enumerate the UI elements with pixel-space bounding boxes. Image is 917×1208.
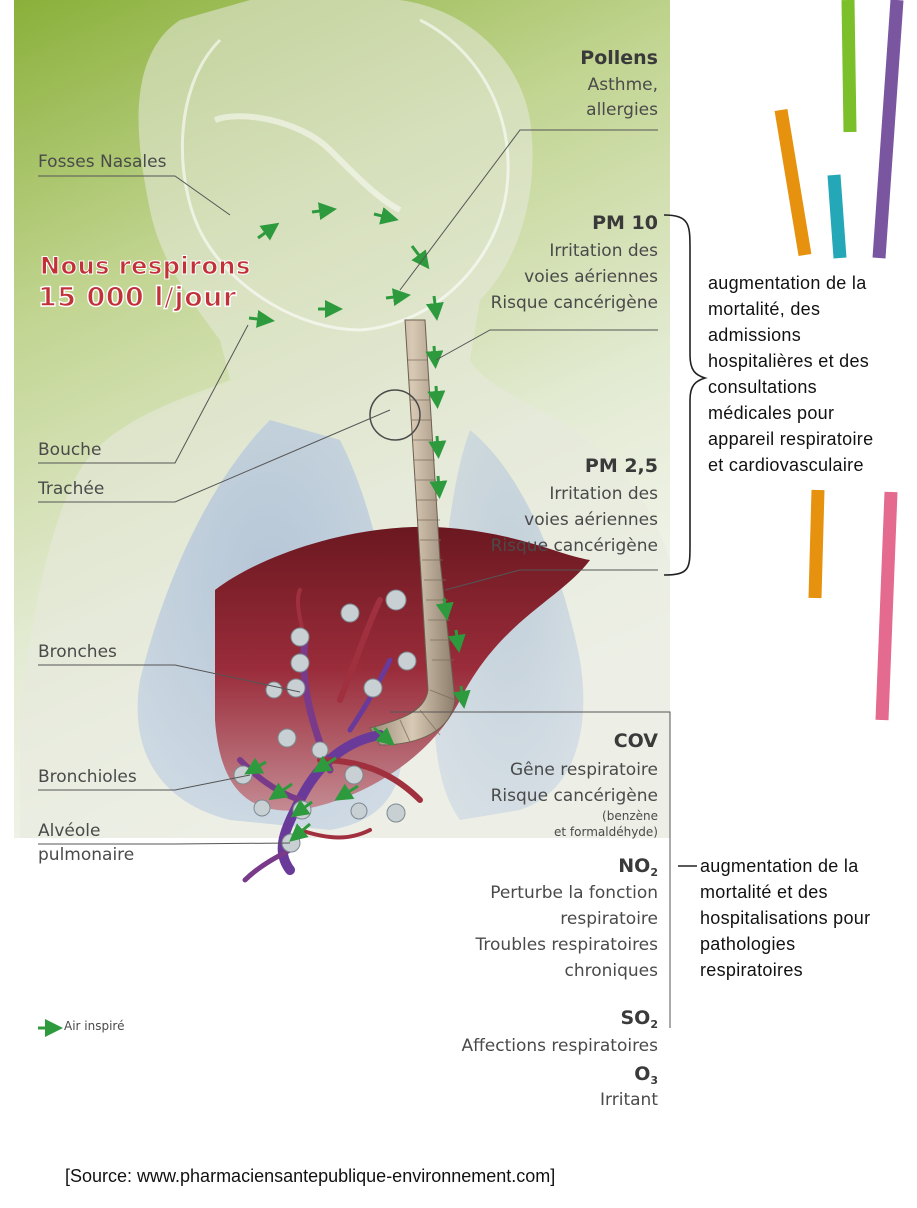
particles-annotation-line-5: consultations bbox=[708, 374, 873, 400]
particles-annotation-line-6: médicales pour bbox=[708, 400, 873, 426]
so2-title: SO2 bbox=[238, 1007, 658, 1031]
pollutant-column: Pollens Asthme, allergies PM 10 Irritati… bbox=[238, 0, 658, 1100]
pm25-effect-3: Risque cancérigène bbox=[238, 534, 658, 558]
pm10-effect-1: Irritation des bbox=[238, 239, 658, 263]
pollens-effect-1: Asthme, bbox=[238, 73, 658, 97]
source-credit: [Source: www.pharmaciensantepublique-env… bbox=[65, 1166, 555, 1187]
label-fosses-nasales: Fosses Nasales bbox=[38, 152, 166, 172]
pollens-title: Pollens bbox=[238, 47, 658, 69]
label-alveole-line2: pulmonaire bbox=[38, 845, 134, 865]
o3-subscript: 3 bbox=[650, 1074, 658, 1087]
legend-label: Air inspiré bbox=[64, 1019, 125, 1033]
pm25-effect-2: voies aériennes bbox=[238, 508, 658, 532]
cov-effect-2: Risque cancérigène bbox=[238, 784, 658, 808]
label-bronches: Bronches bbox=[38, 642, 117, 662]
particles-annotation-line-3: admissions bbox=[708, 322, 873, 348]
no2-effect-2: respiratoire bbox=[238, 907, 658, 931]
particles-annotation-line-8: et cardiovasculaire bbox=[708, 452, 873, 478]
slogan-line1: Nous respirons bbox=[40, 252, 251, 280]
pm25-title: PM 2,5 bbox=[238, 455, 658, 477]
no2-annotation-line-5: respiratoires bbox=[700, 957, 870, 983]
no2-annotation-line-3: hospitalisations pour bbox=[700, 905, 870, 931]
so2-subscript: 2 bbox=[650, 1018, 658, 1031]
no2-effect-3: Troubles respiratoires bbox=[238, 933, 658, 957]
cov-effect-1: Gêne respiratoire bbox=[238, 758, 658, 782]
no2-annotation-line-1: augmentation de la bbox=[700, 853, 870, 879]
cov-title: COV bbox=[238, 730, 658, 752]
so2-effect-1: Affections respiratoires bbox=[238, 1034, 658, 1058]
slogan-line2: 15 000 l/jour bbox=[38, 282, 237, 313]
pm25-effect-1: Irritation des bbox=[238, 482, 658, 506]
particles-annotation-line-2: mortalité, des bbox=[708, 296, 873, 322]
label-alveole-line1: Alvéole bbox=[38, 821, 100, 841]
no2-effect-4: chroniques bbox=[238, 959, 658, 983]
particles-annotation: augmentation de la mortalité, des admiss… bbox=[708, 270, 873, 478]
pm10-title: PM 10 bbox=[238, 212, 658, 234]
o3-title: O3 bbox=[238, 1063, 658, 1087]
label-trachee: Trachée bbox=[38, 479, 104, 499]
label-bouche: Bouche bbox=[38, 440, 101, 460]
no2-annotation: augmentation de la mortalité et des hosp… bbox=[700, 853, 870, 983]
cov-detail-2: et formaldéhyde) bbox=[238, 824, 658, 840]
pm10-effect-3: Risque cancérigène bbox=[238, 291, 658, 315]
no2-annotation-line-4: pathologies bbox=[700, 931, 870, 957]
pm10-effect-2: voies aériennes bbox=[238, 265, 658, 289]
no2-title: NO2 bbox=[238, 855, 658, 879]
no2-subscript: 2 bbox=[650, 866, 658, 879]
particles-brace bbox=[664, 215, 705, 575]
o3-effect-1: Irritant bbox=[238, 1088, 658, 1112]
label-bronchioles: Bronchioles bbox=[38, 767, 137, 787]
particles-annotation-line-4: hospitalières et des bbox=[708, 348, 873, 374]
particles-annotation-line-7: appareil respiratoire bbox=[708, 426, 873, 452]
particles-annotation-line-1: augmentation de la bbox=[708, 270, 873, 296]
no2-effect-1: Perturbe la fonction bbox=[238, 881, 658, 905]
cov-detail-1: (benzène bbox=[238, 808, 658, 824]
pollens-effect-2: allergies bbox=[238, 98, 658, 122]
no2-annotation-line-2: mortalité et des bbox=[700, 879, 870, 905]
